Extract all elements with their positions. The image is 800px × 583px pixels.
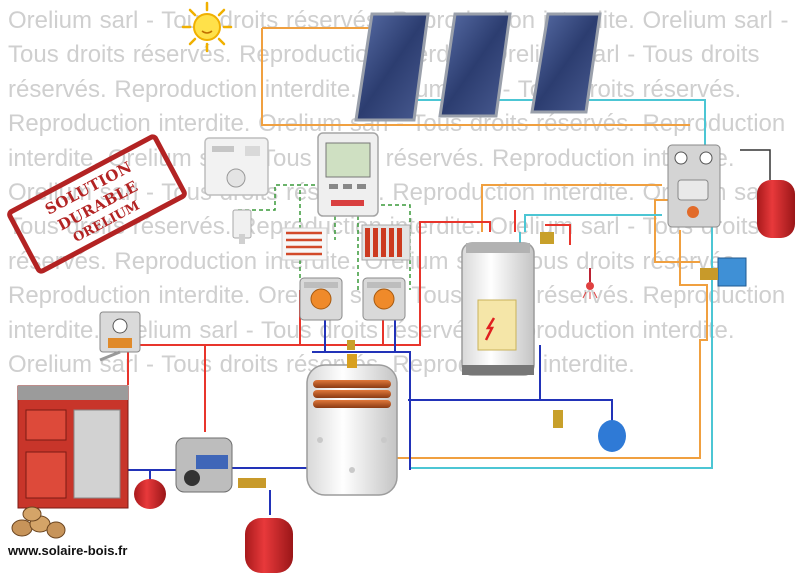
wood-boiler-icon (17, 385, 129, 509)
heating-cold-pipes (128, 292, 613, 515)
controller-icon (317, 132, 379, 217)
floor-heating-coil-icon (281, 227, 328, 261)
shower-icon (582, 268, 598, 299)
sun-icon (181, 1, 233, 53)
safety-group-icon (99, 311, 141, 362)
solar-panel-icon (354, 12, 602, 122)
firewood-icon (11, 506, 66, 539)
buffer-tank-icon (306, 354, 398, 496)
valve-icon (347, 232, 563, 428)
pump-group-icon (299, 277, 406, 321)
solar-pump-station-icon (667, 144, 721, 228)
website-url[interactable]: www.solaire-bois.fr (8, 543, 128, 558)
room-sensor-icon (232, 209, 252, 244)
boiler-pump-unit-icon (175, 437, 266, 493)
mixing-valve-icon (700, 257, 747, 287)
dhw-tank-icon (461, 242, 535, 376)
radiator-icon (361, 224, 411, 261)
thermostat-icon (204, 137, 269, 196)
expansion-vessel-icon (134, 149, 795, 573)
